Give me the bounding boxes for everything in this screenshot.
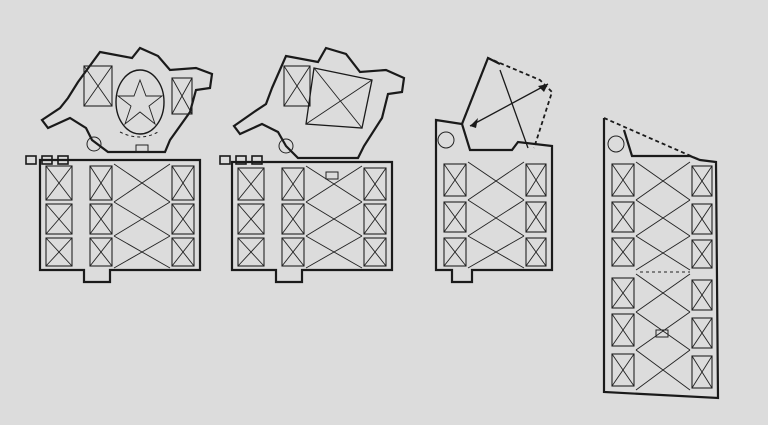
plan-1-oval-dome — [115, 69, 165, 135]
plan-3-apse-outline — [461, 56, 554, 149]
plan-1-altar — [135, 144, 149, 153]
plan-3-stair — [437, 131, 455, 149]
plan-2-stair — [278, 138, 294, 154]
plan-4-nave-wall — [602, 118, 720, 400]
plan-3-nave-wall — [434, 118, 554, 284]
plan-1-bays — [45, 163, 195, 269]
plan-4 — [602, 117, 720, 400]
plan-3-arrow-a — [469, 83, 549, 127]
plan-1-apse-wall — [40, 46, 214, 154]
plan-2-diagonal-vault — [305, 67, 373, 129]
plan-1-star-vault — [116, 78, 164, 126]
plan-3 — [434, 56, 554, 284]
plan-2-bays — [237, 165, 387, 269]
plan-2-apse-wall — [232, 46, 406, 160]
plan-1-chapel-right — [171, 77, 193, 115]
plan-3-arrow-b — [499, 69, 529, 149]
plan-2-altar — [325, 171, 339, 180]
plan-1 — [25, 46, 214, 284]
plan-1-stair — [86, 136, 102, 152]
plan-1-chapel-left — [83, 65, 113, 107]
plan-4-apse-outline — [603, 117, 701, 161]
plan-3-apse-wall-left — [460, 56, 501, 125]
plan-3-bays — [443, 161, 547, 269]
plan-4-stair — [607, 135, 625, 153]
plan-2-entry-blocks — [219, 155, 263, 165]
plan-4-bays — [611, 161, 713, 391]
plan-1-entry-blocks — [25, 155, 69, 165]
plan-2 — [219, 46, 406, 284]
plan-1-nave-wall — [38, 158, 202, 284]
plan-2-chapel-left — [283, 65, 311, 107]
plan-2-nave-wall — [230, 160, 394, 284]
